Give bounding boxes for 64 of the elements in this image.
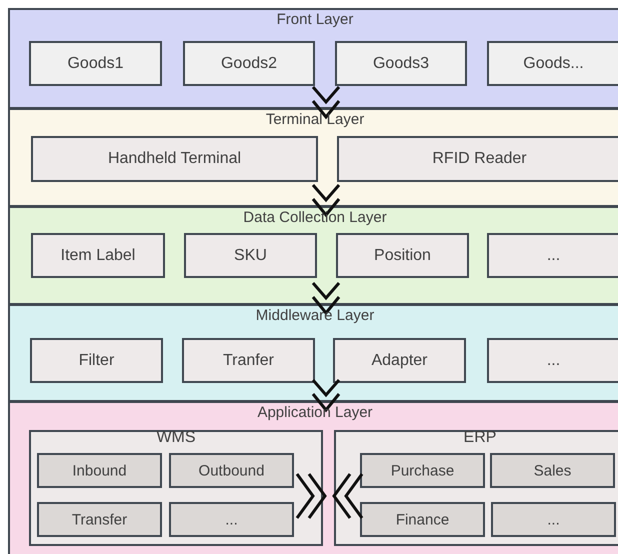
component-box bbox=[183, 41, 315, 86]
component-box bbox=[184, 233, 317, 278]
layer-title: Middleware Layer bbox=[256, 307, 374, 325]
component-box bbox=[487, 233, 618, 278]
box-label: Outbound bbox=[198, 462, 266, 479]
box-label: Item Label bbox=[60, 246, 136, 264]
component-box bbox=[333, 338, 466, 383]
module-box bbox=[169, 502, 294, 537]
chevron-arrow bbox=[312, 86, 340, 120]
box-label: Handheld Terminal bbox=[106, 150, 242, 168]
layer-title: ERP bbox=[464, 429, 496, 447]
box-label: Inbound bbox=[71, 462, 128, 479]
chevron-arrow bbox=[312, 282, 340, 316]
module-box bbox=[37, 502, 162, 537]
component-box bbox=[182, 338, 315, 383]
box-label: Tranfer bbox=[222, 352, 275, 370]
box-label: ... bbox=[546, 352, 562, 370]
box-label: SKU bbox=[233, 246, 268, 264]
layer-title: Data Collection Layer bbox=[243, 209, 387, 227]
component-box bbox=[487, 338, 618, 383]
box-label: ... bbox=[546, 511, 561, 528]
component-box bbox=[29, 41, 162, 86]
system-panel bbox=[334, 430, 618, 546]
box-label: Adapter bbox=[370, 352, 429, 370]
layer-title: Front Layer bbox=[276, 11, 354, 29]
box-label: Goods... bbox=[522, 54, 585, 72]
component-box bbox=[30, 338, 163, 383]
box-label: Position bbox=[373, 246, 432, 264]
layer-band bbox=[8, 108, 618, 207]
layer-band bbox=[8, 8, 618, 109]
layer-title: Application Layer bbox=[257, 404, 373, 422]
component-box bbox=[335, 41, 467, 86]
box-label: Goods1 bbox=[66, 54, 125, 72]
component-box bbox=[31, 136, 318, 182]
box-label: Purchase bbox=[390, 462, 456, 479]
box-label: Goods2 bbox=[220, 54, 278, 72]
module-box bbox=[37, 453, 162, 488]
chevron-arrow bbox=[312, 378, 340, 412]
module-box bbox=[169, 453, 294, 488]
box-label: Sales bbox=[532, 462, 572, 479]
component-box bbox=[31, 233, 165, 278]
chevron-arrow bbox=[332, 472, 364, 520]
box-label: ... bbox=[546, 246, 562, 264]
system-panel bbox=[29, 430, 323, 546]
layer-title: Terminal Layer bbox=[266, 111, 364, 129]
box-label: Transfer bbox=[70, 511, 128, 528]
component-box bbox=[487, 41, 618, 86]
layer-band bbox=[8, 206, 618, 305]
box-label: Filter bbox=[78, 352, 116, 370]
chevron-arrow bbox=[312, 184, 340, 218]
box-label: RFID Reader bbox=[431, 150, 528, 168]
box-label: Finance bbox=[394, 511, 450, 528]
module-box bbox=[490, 453, 615, 488]
component-box bbox=[336, 233, 469, 278]
module-box bbox=[360, 453, 485, 488]
box-label: ... bbox=[224, 511, 239, 528]
chevron-arrow bbox=[296, 472, 327, 520]
layer-band bbox=[8, 401, 618, 554]
module-box bbox=[491, 502, 616, 537]
box-label: Goods3 bbox=[372, 54, 430, 72]
layer-title: WMS bbox=[156, 429, 196, 447]
module-box bbox=[360, 502, 485, 537]
layer-band bbox=[8, 304, 618, 402]
component-box bbox=[337, 136, 618, 182]
